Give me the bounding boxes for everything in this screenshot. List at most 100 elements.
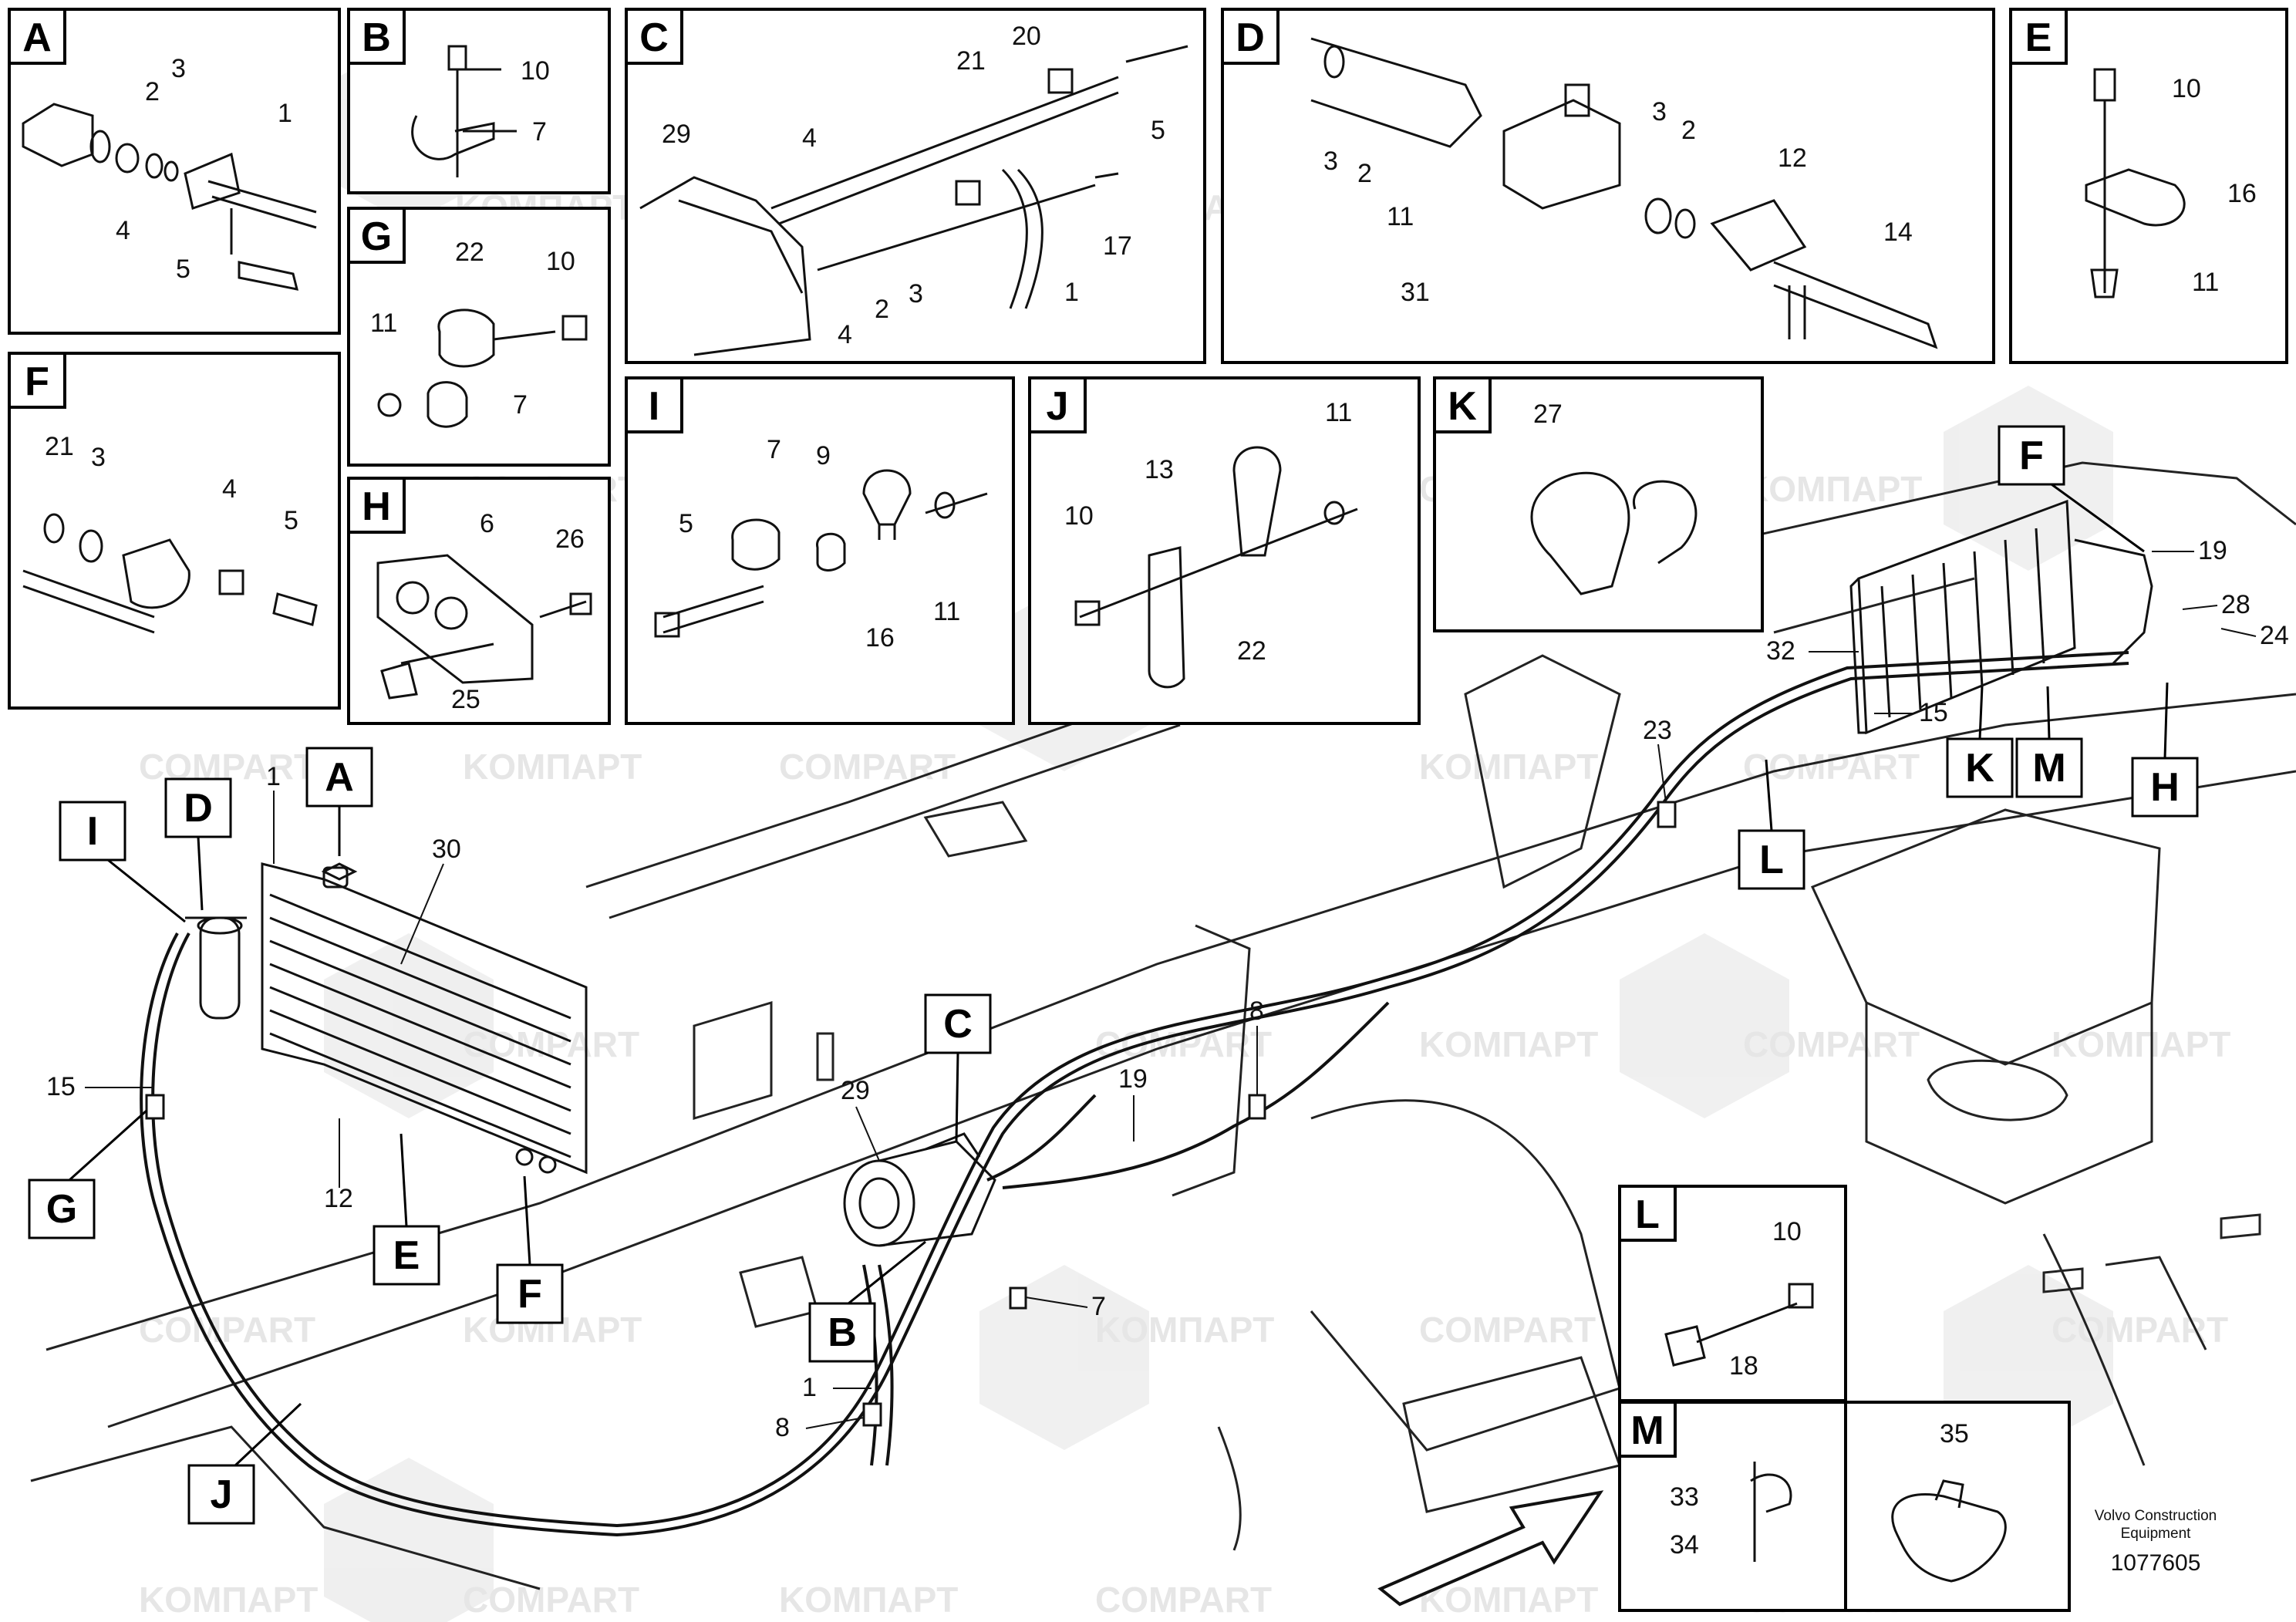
part-number: 13 (1145, 455, 1174, 484)
callout-number: 8 (775, 1413, 790, 1442)
view-marker-M: M (2032, 746, 2065, 791)
watermark-text: KOMПAPT (779, 1580, 958, 1620)
hose-assembly (140, 651, 2129, 1537)
part-number: 6 (480, 509, 494, 538)
view-marker-C: C (943, 1002, 973, 1047)
part-number: 17 (1103, 231, 1132, 261)
footer-brand: Volvo Construction (2095, 1508, 2217, 1524)
panel-letter: G (361, 214, 392, 259)
watermark-text: KOMПAPT (139, 1580, 318, 1620)
part-number: 3 (1652, 97, 1667, 126)
watermark-text: KOMПAPT (463, 747, 642, 787)
panel-letter: K (1448, 384, 1477, 429)
detail-panel-B: B 10 7 (347, 8, 611, 194)
watermark-text: COMPART (1095, 1024, 1272, 1064)
detail-panel-H: H 6 26 25 (347, 477, 611, 725)
part-number: 2 (145, 77, 160, 106)
callout-number: 12 (324, 1184, 353, 1213)
part-number: 12 (1778, 143, 1807, 173)
view-marker-G: G (46, 1187, 77, 1232)
part-number: 11 (370, 309, 397, 338)
detail-panel-I: I 7 9 5 16 11 (625, 376, 1015, 725)
panel-letter: C (639, 15, 669, 60)
detail-panel-F: F 21 3 4 5 (8, 352, 341, 710)
part-number: 5 (679, 509, 693, 538)
part-number: 7 (532, 117, 547, 147)
part-number: 11 (933, 597, 960, 626)
evaporator (1849, 499, 2153, 735)
callout-number: 8 (1249, 996, 1264, 1026)
callout-number: 15 (46, 1072, 76, 1101)
callout-number: 1 (802, 1373, 817, 1402)
hose-clamps (145, 801, 1677, 1427)
watermark-text: COMPART (1743, 1024, 1920, 1064)
detail-panel-J: J 11 13 10 22 (1028, 376, 1421, 725)
view-marker-J: J (211, 1472, 233, 1517)
main-leader-lines (85, 551, 2257, 1429)
part-number: 4 (802, 123, 817, 153)
view-marker-A: A (325, 755, 354, 800)
view-marker-E: E (393, 1233, 420, 1278)
part-number: 33 (1670, 1482, 1699, 1512)
watermark-text: KOMПAPT (2052, 1024, 2230, 1064)
part-number: 16 (2227, 179, 2257, 208)
part-number: 10 (1772, 1217, 1802, 1246)
part-number: 11 (1387, 202, 1414, 231)
footer-brand-line2: Equipment (2121, 1526, 2192, 1542)
part-number: 11 (2192, 268, 2219, 297)
part-number: 35 (1940, 1419, 1969, 1448)
callout-number: 24 (2260, 621, 2289, 650)
part-number: 3 (91, 443, 106, 472)
watermark-text: KOMПAPT (1743, 469, 1922, 509)
callout-number: 30 (432, 835, 461, 864)
part-number: 10 (2172, 74, 2201, 103)
part-number: 21 (956, 46, 986, 76)
part-number: 21 (45, 432, 74, 461)
detail-panel-D: D 3 2 11 3 2 12 14 31 (1221, 8, 1995, 364)
part-number: 5 (1151, 116, 1165, 145)
condenser (261, 862, 588, 1175)
detail-panel-L: L 10 18 (1618, 1185, 1847, 1402)
part-number: 1 (278, 99, 292, 128)
view-marker-K: K (1965, 746, 1994, 791)
watermark-text: KOMПAPT (1419, 1580, 1598, 1620)
part-number: 31 (1401, 278, 1430, 307)
part-number: 10 (1064, 501, 1094, 531)
callout-number: 28 (2221, 590, 2250, 619)
view-marker-D: D (184, 786, 213, 831)
detail-panel-M: M 35 33 34 (1618, 1401, 2071, 1612)
detail-panel-K: K 27 (1433, 376, 1764, 632)
part-number: 2 (1681, 116, 1696, 145)
part-number: 22 (1237, 636, 1266, 666)
watermark-text: KOMПAPT (1419, 747, 1598, 787)
watermark-text: COMPART (2052, 1310, 2228, 1350)
view-markers (28, 425, 2199, 1525)
part-number: 22 (455, 238, 484, 267)
watermark-text: COMPART (1743, 747, 1920, 787)
part-number: 5 (284, 506, 298, 535)
detail-panel-G: G 22 10 11 7 (347, 207, 611, 467)
watermark-text: COMPART (1095, 1580, 1272, 1620)
watermark-text: COMPART (1419, 1310, 1596, 1350)
callout-number: 19 (2198, 536, 2227, 565)
panel-letter: M (1630, 1408, 1664, 1453)
panel-letter: L (1635, 1192, 1660, 1237)
part-number: 29 (662, 120, 691, 149)
direction-arrow (1377, 1490, 1604, 1607)
view-marker-L: L (1759, 838, 1784, 882)
watermark-text: COMPART (139, 1310, 315, 1350)
watermark-text: KOMПAPT (1419, 1024, 1598, 1064)
callout-number: 1 (266, 762, 281, 791)
part-number: 10 (521, 56, 550, 86)
view-marker-B: B (828, 1310, 857, 1355)
part-number: 2 (1357, 159, 1372, 188)
panel-letter: J (1047, 384, 1069, 429)
callout-number: 15 (1919, 698, 1948, 727)
part-number: 20 (1012, 22, 1041, 51)
part-number: 4 (838, 320, 852, 349)
detail-panel-E: E 10 16 11 (2009, 8, 2288, 364)
part-number: 7 (767, 435, 781, 464)
part-number: 34 (1670, 1530, 1699, 1560)
part-number: 18 (1729, 1351, 1758, 1381)
